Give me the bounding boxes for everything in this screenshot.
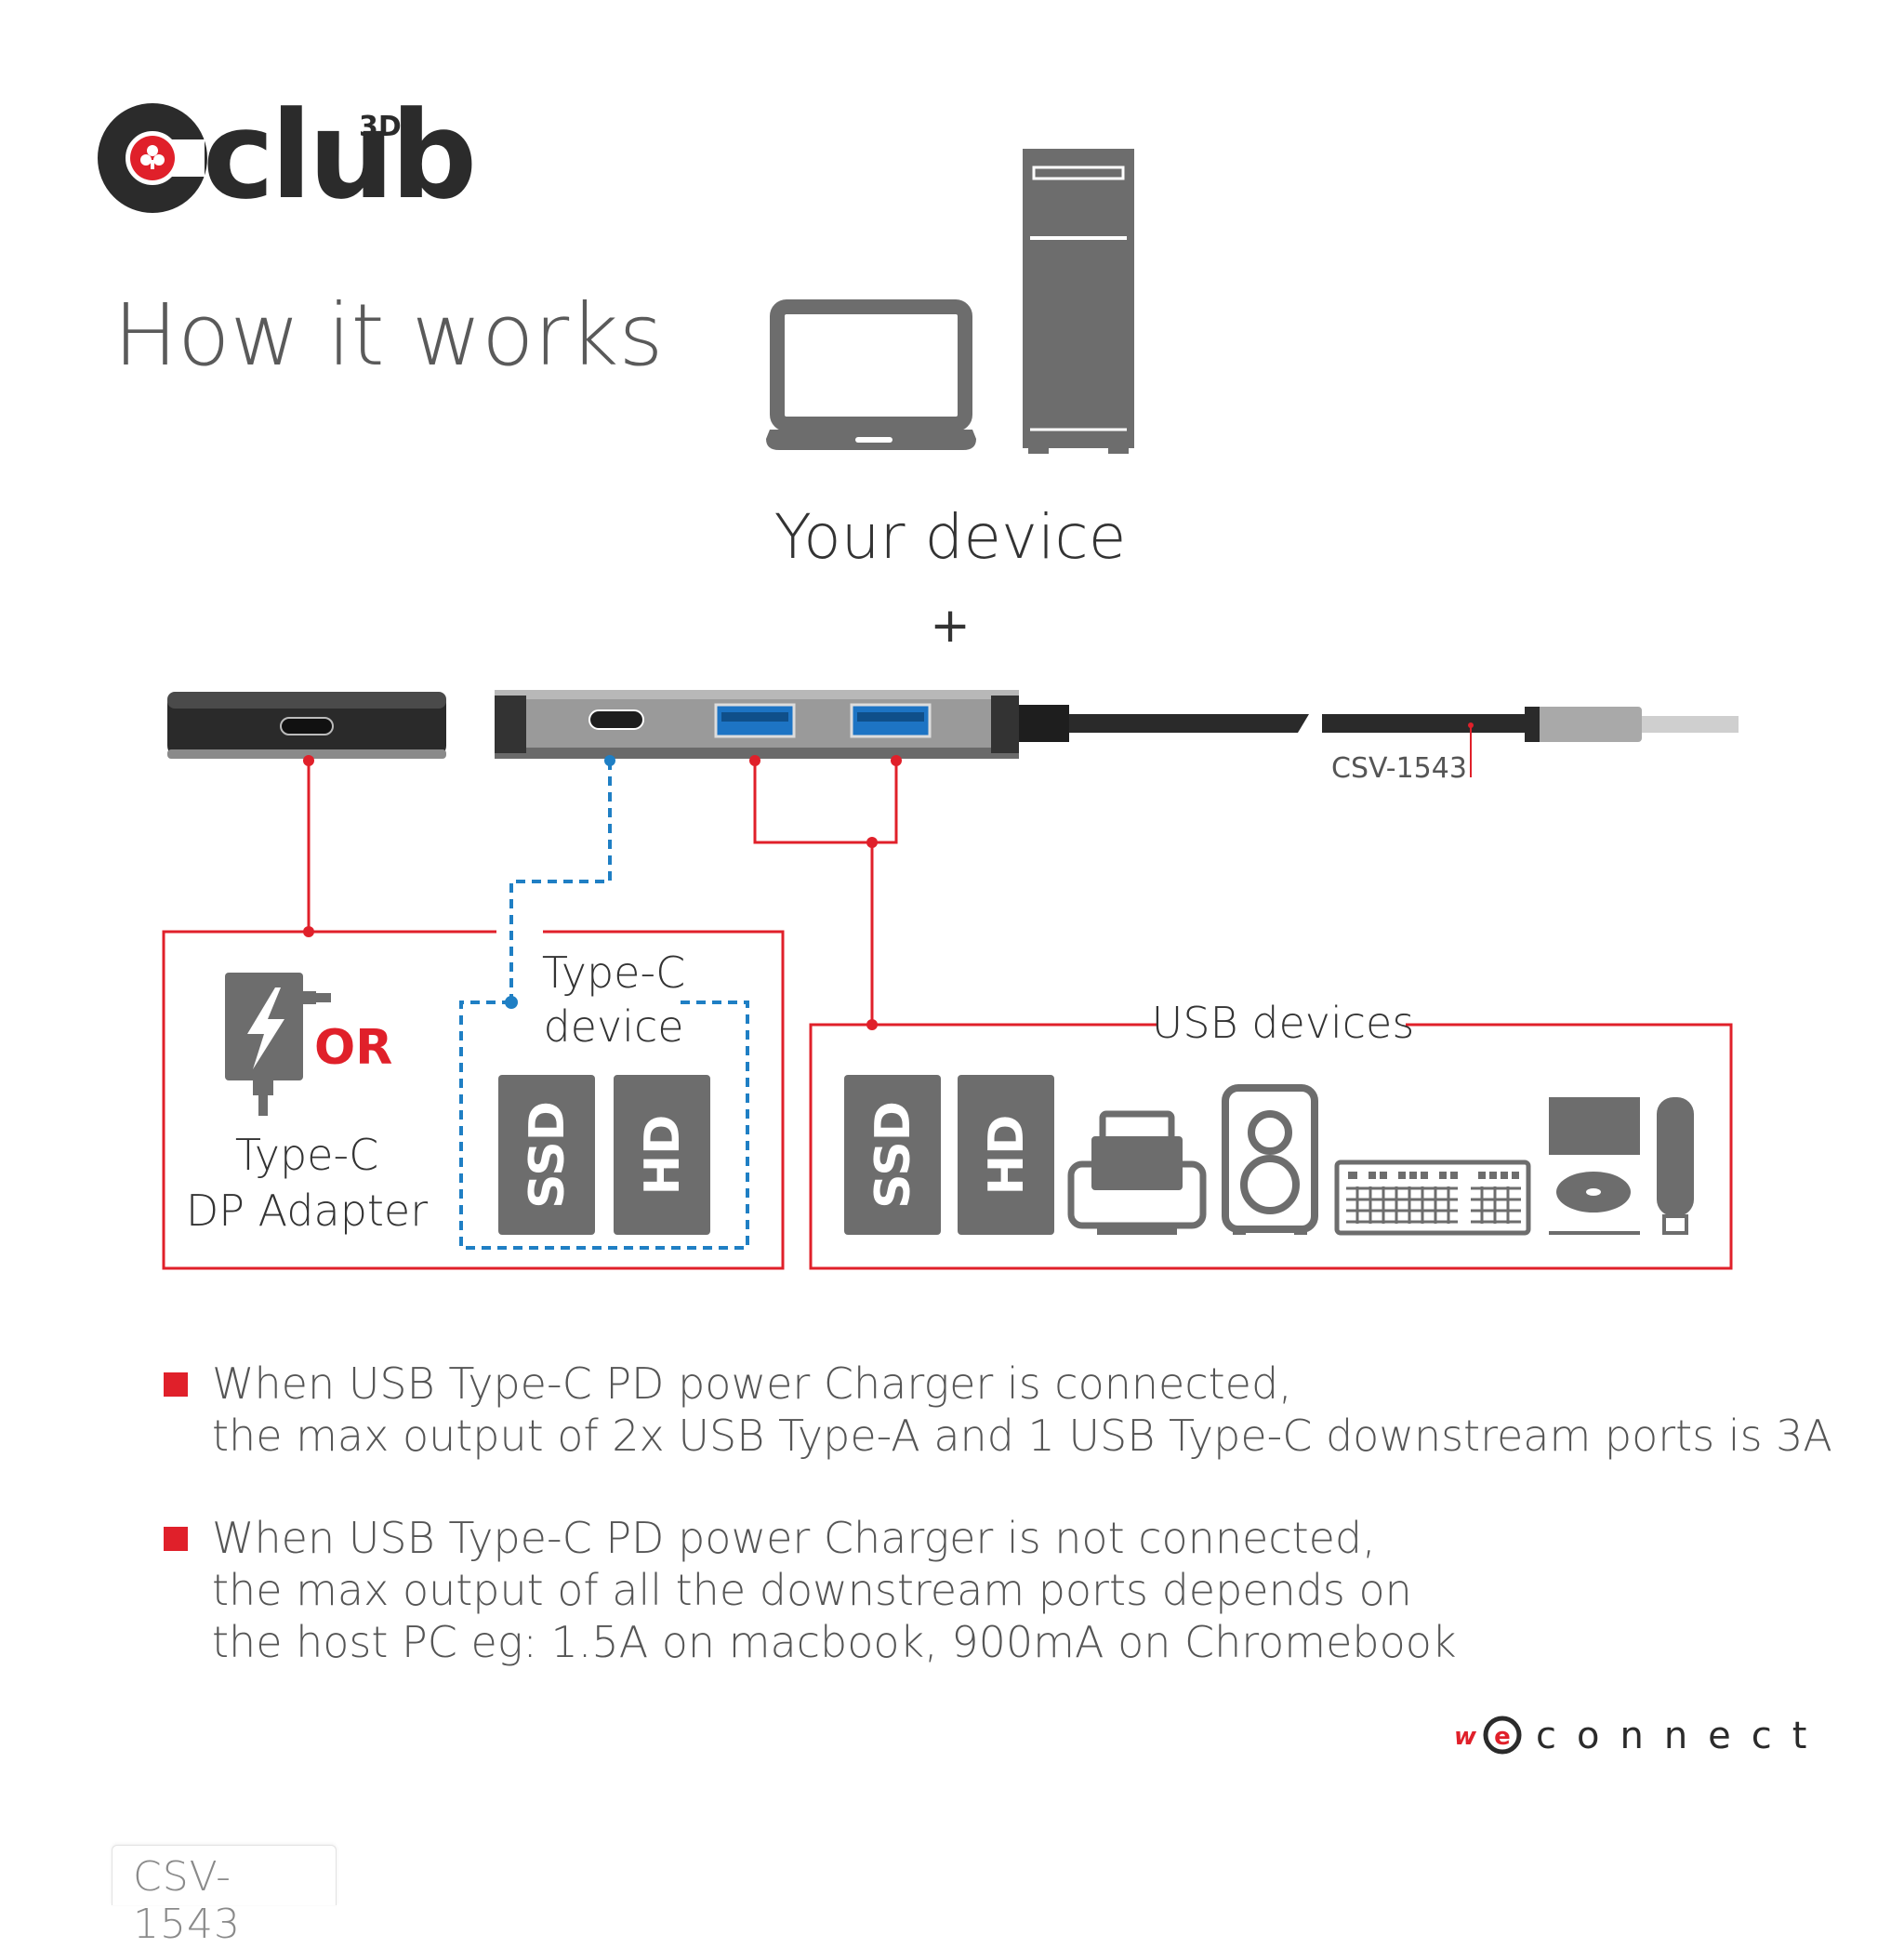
footer-sku-text: CSV-1543 (133, 1853, 241, 1948)
power-charger-icon (225, 973, 331, 1116)
weconnect-text: connect (1536, 1715, 1827, 1757)
laptop-icon (766, 299, 976, 450)
printer-icon (1067, 1110, 1207, 1235)
model-callout-dot (1468, 722, 1474, 728)
right-panel: USB devices SSD HD (809, 998, 1733, 1270)
usb-flash-drive-icon (1657, 1097, 1694, 1235)
ssd-drive-icon: SSD (498, 1075, 595, 1235)
hd-drive-icon: HD (958, 1075, 1054, 1235)
dp-adapter-device (167, 692, 446, 759)
charger-label-line1: Type-C (235, 1130, 378, 1180)
hd-label: HD (979, 1115, 1035, 1196)
bullet-square-icon (164, 1527, 188, 1551)
note-line: the max output of 2x USB Type-A and 1 US… (212, 1411, 1832, 1461)
optical-drive-icon (1549, 1097, 1640, 1235)
connector-lines (303, 755, 902, 1030)
club3d-logo: club 3D (98, 85, 477, 226)
weconnect-logo: w e connect (1454, 1715, 1827, 1757)
usb-devices-label: USB devices (1152, 998, 1415, 1048)
keyboard-icon (1334, 1160, 1531, 1236)
logo-text: club (203, 85, 473, 226)
or-label: OR (314, 1020, 392, 1076)
note-line: When USB Type-C PD power Charger is conn… (212, 1358, 1292, 1409)
logo-superscript: 3D (359, 111, 402, 143)
footer-sku-tag: CSV-1543 (112, 1845, 337, 1948)
hd-drive-icon: HD (614, 1075, 710, 1235)
diagram-canvas: club 3D How it works Your device + (98, 85, 1827, 1757)
usb-c-cable (1019, 705, 1739, 742)
usb-hub-device (495, 690, 1019, 759)
typec-device-label-line2: device (543, 1001, 683, 1052)
note-charger-connected: When USB Type-C PD power Charger is conn… (164, 1358, 1832, 1462)
weconnect-w: w (1454, 1723, 1477, 1751)
ssd-label: SSD (520, 1101, 575, 1209)
typec-device-label-line1: Type-C (542, 947, 685, 998)
cable-model-label: CSV-1543 (1331, 752, 1467, 785)
charger-label-line2: DP Adapter (186, 1186, 428, 1236)
speaker-icon (1222, 1084, 1318, 1235)
your-device-label: Your device (774, 501, 1127, 573)
ssd-label: SSD (866, 1101, 921, 1209)
weconnect-e: e (1494, 1723, 1511, 1751)
bullet-square-icon (164, 1372, 188, 1397)
desktop-tower-icon (1023, 149, 1134, 454)
note-line: When USB Type-C PD power Charger is not … (212, 1513, 1376, 1563)
hd-label: HD (635, 1115, 691, 1196)
note-line: the host PC eg: 1.5A on macbook, 900mA o… (212, 1617, 1457, 1667)
note-charger-not-connected: When USB Type-C PD power Charger is not … (164, 1512, 1457, 1668)
ssd-drive-icon: SSD (844, 1075, 941, 1235)
page-title: How it works (113, 285, 663, 385)
plus-sign: + (930, 598, 971, 654)
note-line: the max output of all the downstream por… (212, 1565, 1412, 1615)
left-panel: OR Type-C DP Adapter Type-C device SSD H… (162, 930, 785, 1270)
